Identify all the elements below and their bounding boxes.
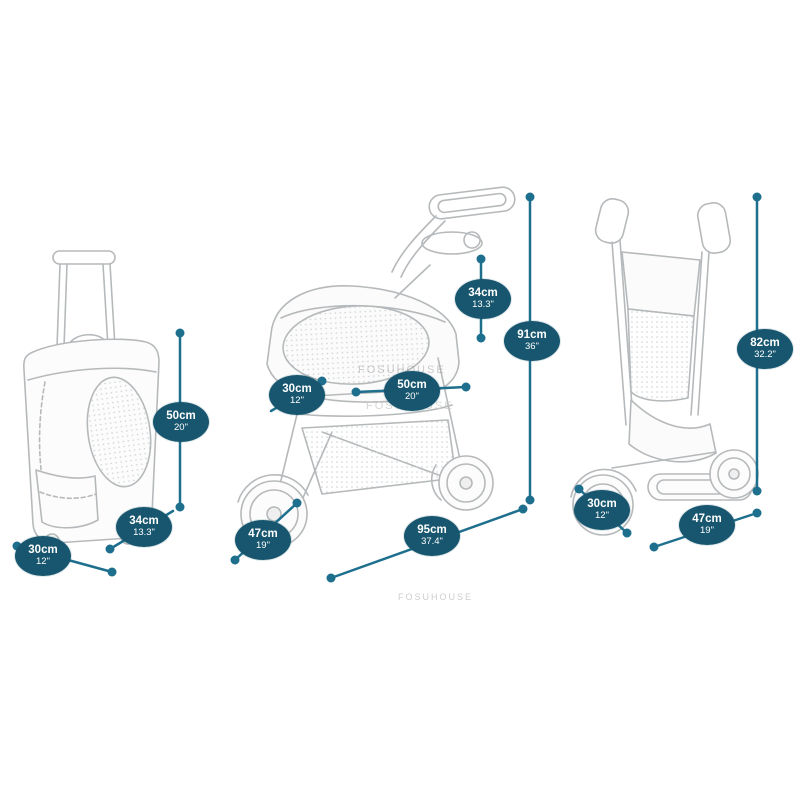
dimension-cm: 47cm xyxy=(248,527,278,540)
folded-handle-right xyxy=(696,202,732,254)
storage-basket xyxy=(301,419,457,495)
handlebar xyxy=(428,186,516,220)
carrier-mesh-window xyxy=(282,305,430,385)
dimension-inch: 19" xyxy=(256,540,270,552)
dimension-badge-stroller-height: 91cm 36" xyxy=(504,321,560,361)
dimension-badge-stroller-width: 47cm 19" xyxy=(235,520,291,560)
folded-handle-left xyxy=(594,198,630,244)
dimension-cm: 34cm xyxy=(129,514,159,527)
dimension-inch: 13.3" xyxy=(133,527,155,539)
dimension-cm: 91cm xyxy=(517,328,547,341)
dimension-inch: 12" xyxy=(36,556,50,568)
backpack-figure xyxy=(23,250,160,549)
dimension-cm: 82cm xyxy=(750,336,780,349)
folded-panel xyxy=(621,251,701,317)
folded-fender xyxy=(570,468,637,498)
front-fender xyxy=(237,474,309,503)
dimension-cm: 30cm xyxy=(28,543,58,556)
folded-mesh-panel xyxy=(627,308,695,402)
folded-stroller-figure xyxy=(570,198,759,536)
folded-basket xyxy=(628,399,717,463)
dimension-cm: 34cm xyxy=(468,286,498,299)
dimension-cm: 95cm xyxy=(417,523,447,536)
dimension-inch: 32.2" xyxy=(754,349,776,361)
dimension-inch: 20" xyxy=(405,391,419,403)
dimension-badge-backpack-height: 50cm 20" xyxy=(153,402,209,442)
dimension-inch: 37.4" xyxy=(421,536,443,548)
dimension-inch: 12" xyxy=(290,395,304,407)
dimension-cm: 50cm xyxy=(166,409,196,422)
dimension-cm: 47cm xyxy=(692,512,722,525)
dimension-badge-folded-width: 47cm 19" xyxy=(679,505,735,545)
dimension-inch: 19" xyxy=(700,525,714,537)
dimension-badge-folded-depth: 30cm 12" xyxy=(574,490,630,530)
dimension-inch: 13.3" xyxy=(472,299,494,311)
dimension-cm: 30cm xyxy=(587,497,617,510)
dimension-badge-carrier-length: 50cm 20" xyxy=(384,371,440,411)
dimension-inch: 20" xyxy=(174,422,188,434)
dimension-badge-stroller-length: 95cm 37.4" xyxy=(404,516,460,556)
mesh-window xyxy=(86,376,152,488)
dimension-badge-backpack-width: 30cm 12" xyxy=(15,536,71,576)
dimension-inch: 12" xyxy=(595,510,609,522)
dimension-inch: 36" xyxy=(525,341,539,353)
dimension-badge-carrier-width: 30cm 12" xyxy=(269,375,325,415)
dimension-badge-carrier-height: 34cm 13.3" xyxy=(455,279,511,319)
dimension-badge-backpack-depth: 34cm 13.3" xyxy=(116,507,172,547)
trolley-grip xyxy=(52,250,116,265)
parent-tray xyxy=(421,231,483,255)
dimension-badge-folded-height: 82cm 32.2" xyxy=(737,329,793,369)
dimension-cm: 30cm xyxy=(282,382,312,395)
stroller-figure xyxy=(237,186,516,548)
dimension-cm: 50cm xyxy=(397,378,427,391)
